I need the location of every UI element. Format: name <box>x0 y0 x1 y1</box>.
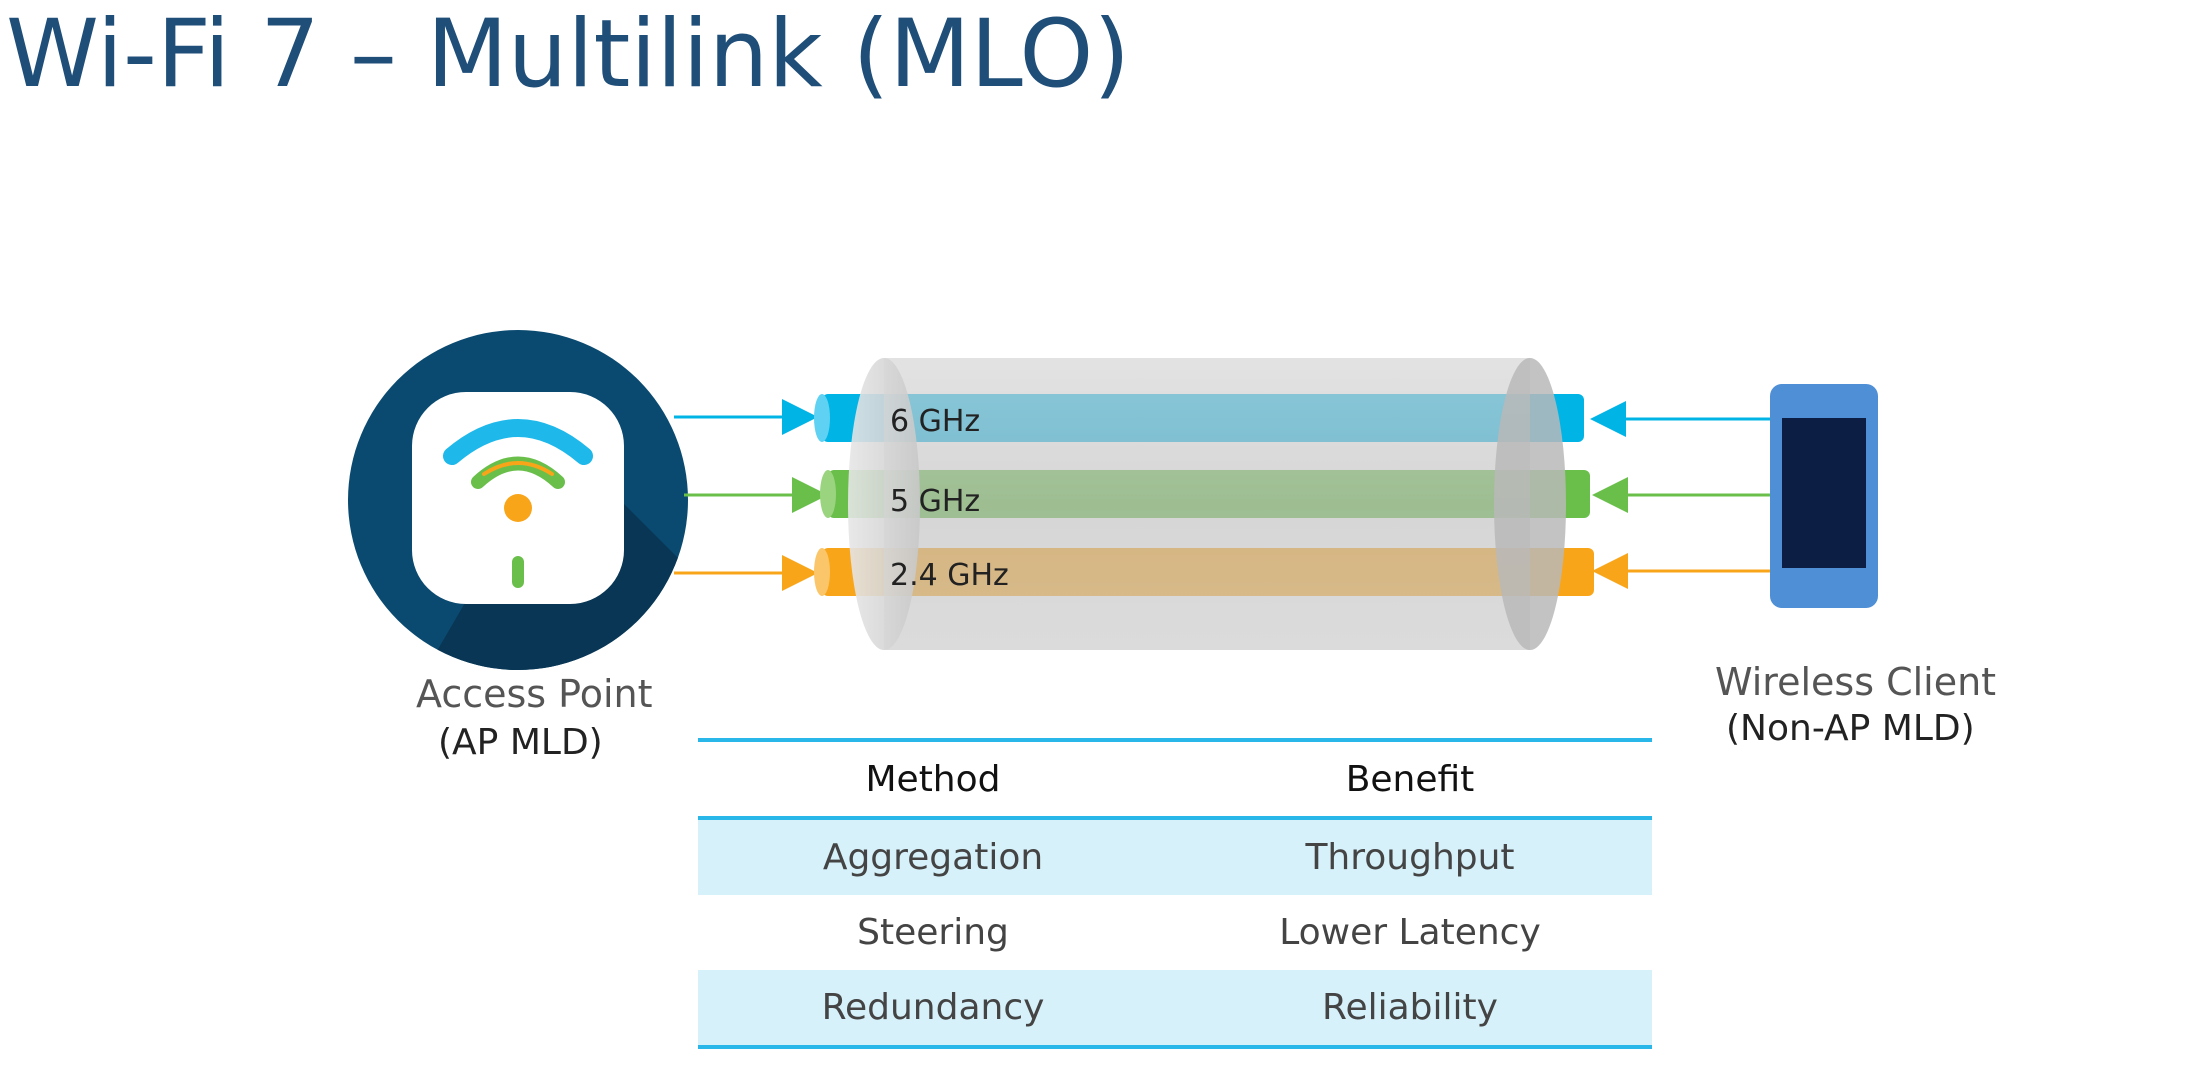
table-cell-benefit: Reliability <box>1322 987 1498 1028</box>
wireless-client-icon <box>1770 384 1878 608</box>
table-header-method: Method <box>865 758 1001 800</box>
table-cell-benefit: Throughput <box>1305 837 1515 878</box>
band-label-5ghz: 5 GHz <box>890 484 981 519</box>
wireless-client-label: Wireless Client <box>1715 660 1997 704</box>
table-row: Redundancy Reliability <box>698 970 1652 1045</box>
table-cell-method: Redundancy <box>821 987 1045 1028</box>
table-row: Steering Lower Latency <box>698 895 1652 970</box>
multilink-tube <box>848 358 1566 650</box>
table-header-row: Method Benefit <box>698 742 1652 820</box>
table-cell-method: Aggregation <box>822 837 1044 878</box>
table-cell-benefit: Lower Latency <box>1279 912 1541 953</box>
access-point-sublabel: (AP MLD) <box>438 722 603 763</box>
page-title: Wi-Fi 7 – Multilink (MLO) <box>6 0 1131 109</box>
band-label-24ghz: 2.4 GHz <box>890 558 1009 593</box>
wireless-client-sublabel: (Non-AP MLD) <box>1726 708 1975 749</box>
table-header-benefit: Benefit <box>1345 758 1475 800</box>
access-point-label: Access Point <box>416 672 653 716</box>
table-cell-method: Steering <box>857 912 1009 953</box>
band-label-6ghz: 6 GHz <box>890 404 981 439</box>
table-row: Aggregation Throughput <box>698 820 1652 895</box>
method-benefit-table: Method Benefit Aggregation Throughput St… <box>698 738 1652 1049</box>
access-point-icon <box>348 330 688 670</box>
